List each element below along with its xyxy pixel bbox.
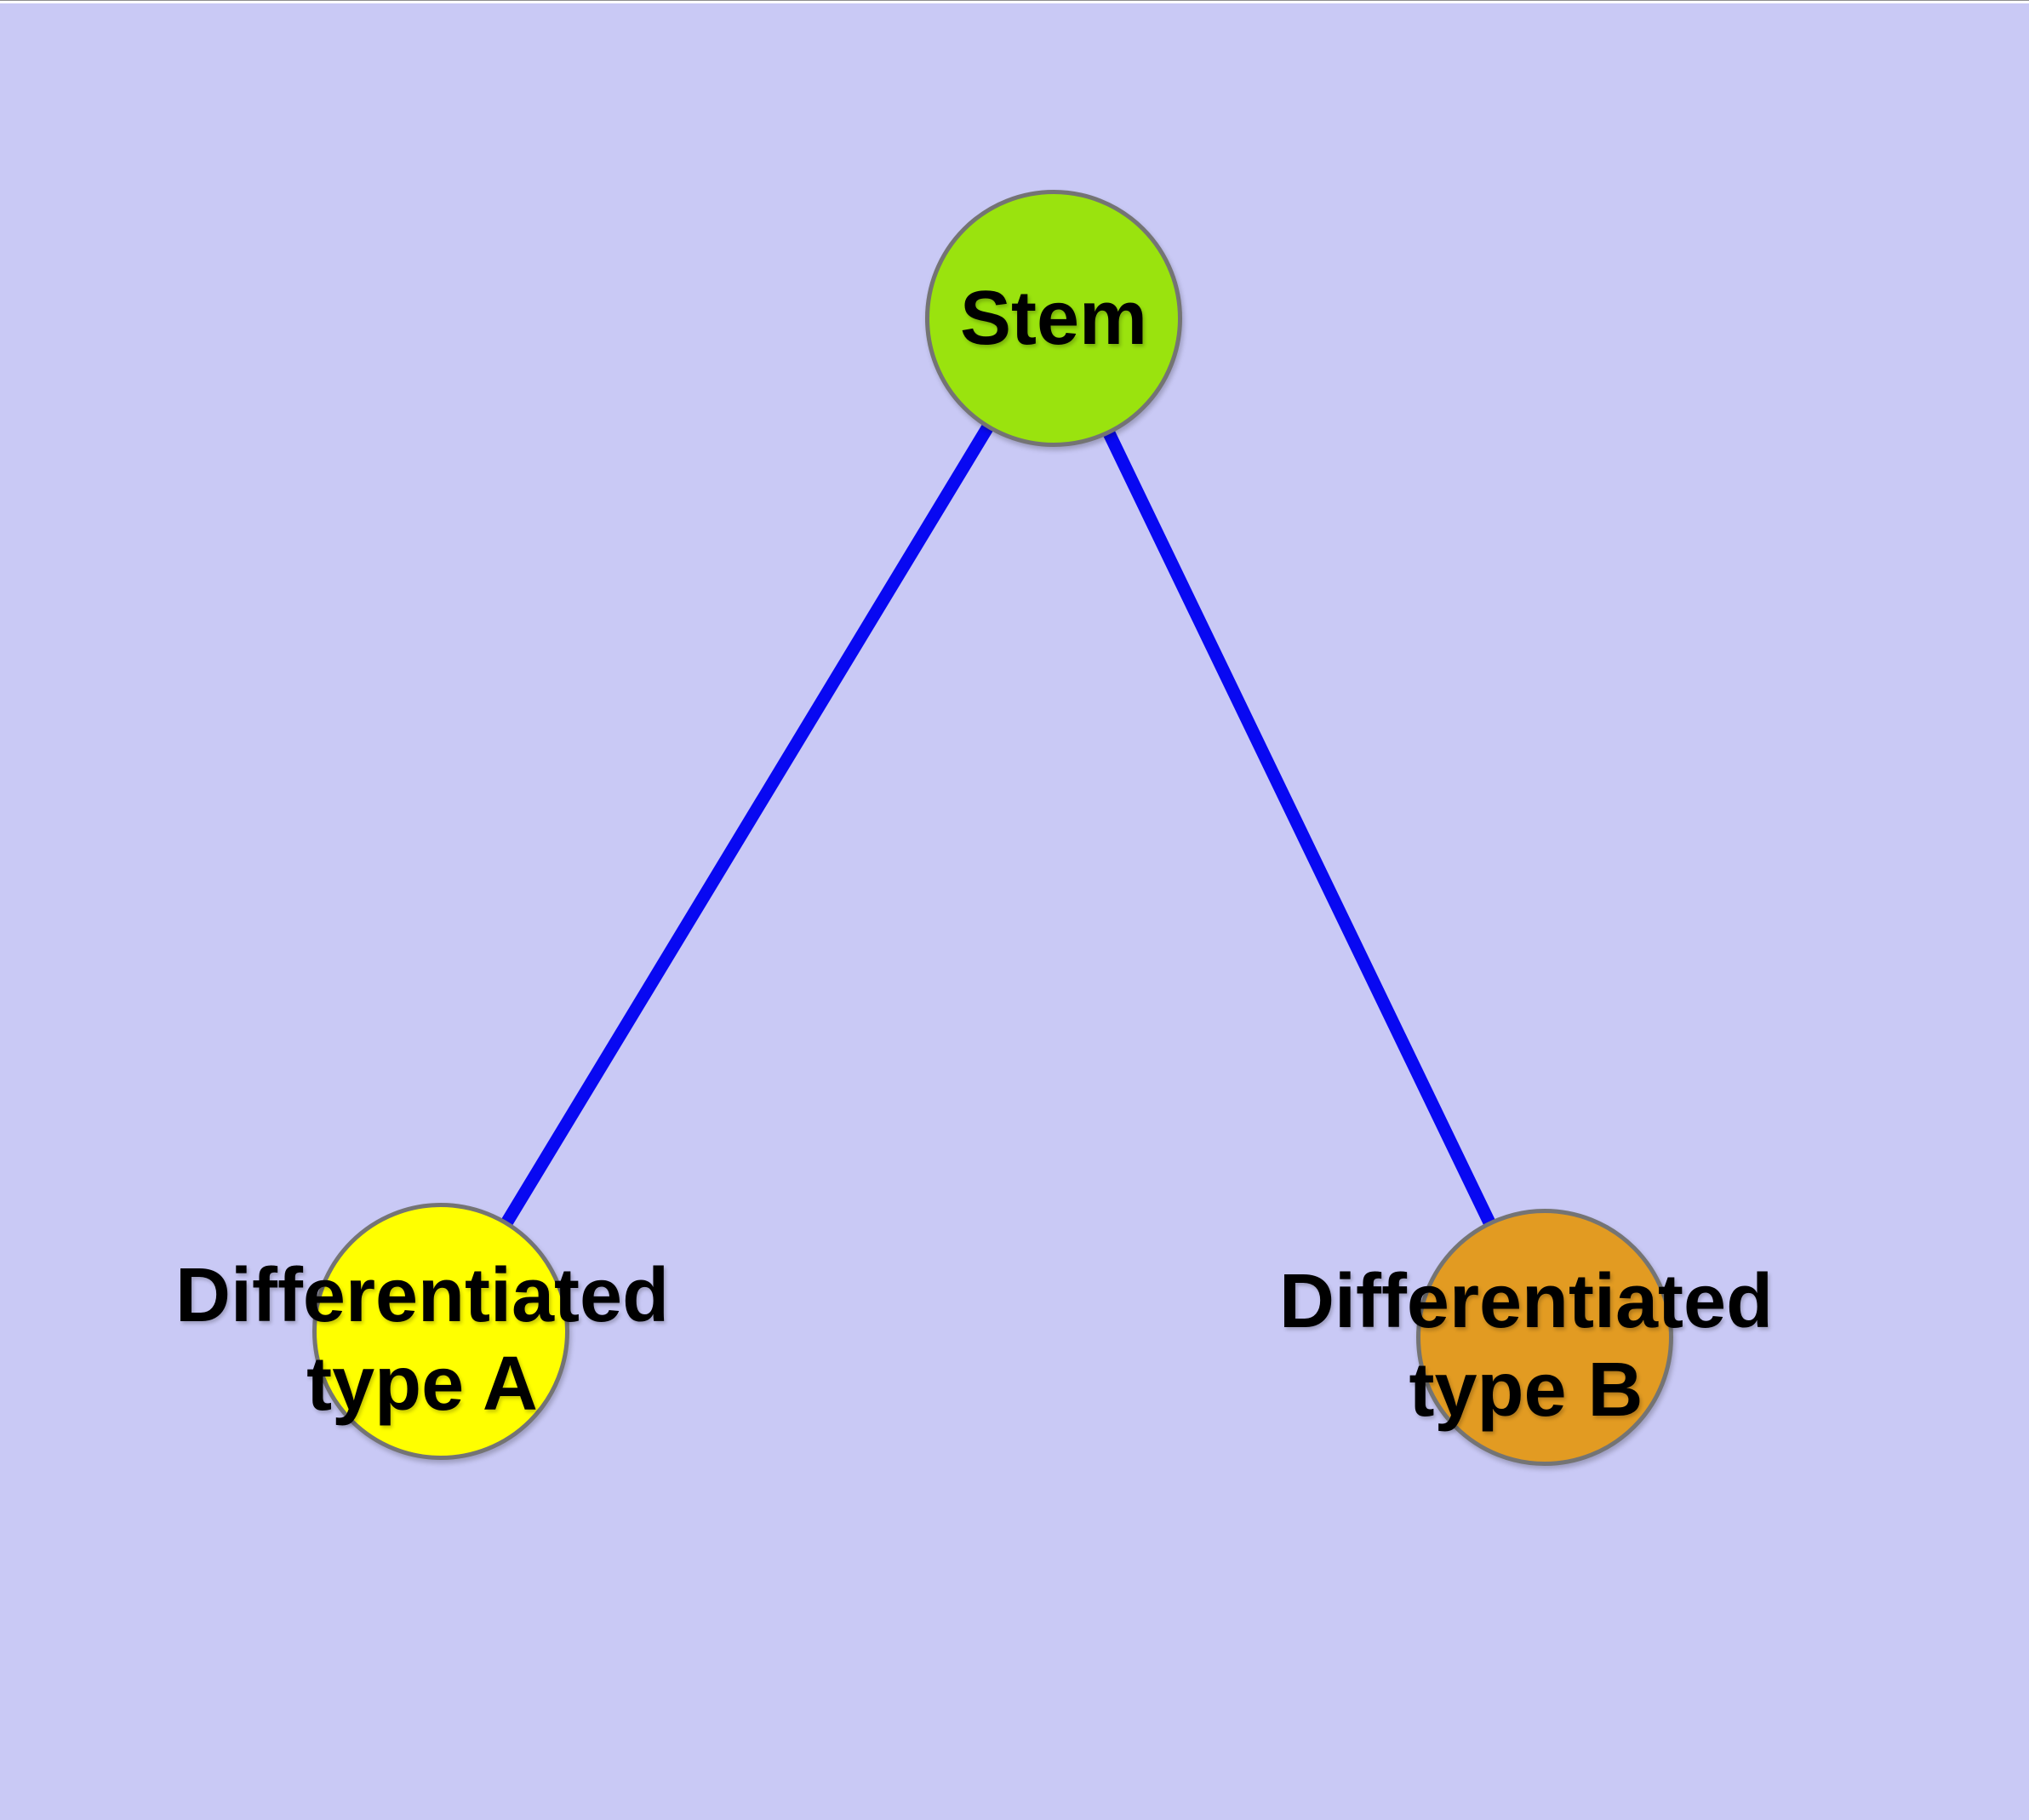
node-differentiated-type-a-label: Differentiated type A bbox=[175, 1251, 669, 1429]
edges-layer bbox=[435, 315, 1551, 1341]
label-line-1: Differentiated bbox=[174, 1252, 670, 1338]
node-differentiated-type-a[interactable]: Differentiated type A bbox=[175, 1203, 669, 1460]
window-top-edge-strip bbox=[0, 1, 2029, 3]
node-stem[interactable]: Stem bbox=[925, 190, 1182, 447]
node-differentiated-type-b[interactable]: Differentiated type B bbox=[1279, 1209, 1773, 1466]
edge-stem-to-type-a bbox=[435, 315, 1060, 1335]
node-differentiated-type-b-label: Differentiated type B bbox=[1279, 1257, 1773, 1435]
diagram-canvas: Stem Differentiated type A Differentiate… bbox=[0, 3, 2029, 1820]
label-line-2: type A bbox=[306, 1342, 538, 1427]
label-line-1: Differentiated bbox=[1278, 1258, 1774, 1344]
label-line-2: type B bbox=[1409, 1348, 1643, 1433]
edge-stem-to-type-b bbox=[1048, 315, 1551, 1341]
node-stem-label: Stem bbox=[959, 275, 1148, 361]
window-top-edge-line bbox=[0, 0, 2029, 1]
